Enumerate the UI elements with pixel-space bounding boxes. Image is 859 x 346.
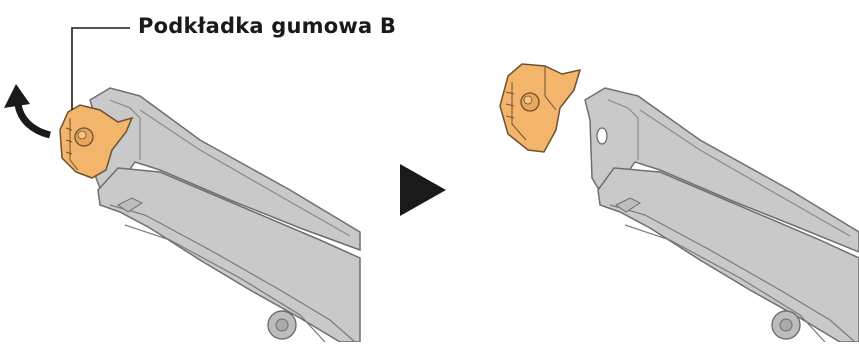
curved-arrow-icon xyxy=(4,84,50,135)
right-frame xyxy=(585,88,859,342)
rubber-pad-b-removed xyxy=(500,64,580,152)
step-after-panel xyxy=(500,64,859,342)
left-frame xyxy=(90,88,360,342)
rubber-pad-b-label: Podkładka gumowa B xyxy=(138,14,396,38)
step-before-panel xyxy=(4,28,360,342)
next-step-triangle-icon xyxy=(400,164,446,216)
